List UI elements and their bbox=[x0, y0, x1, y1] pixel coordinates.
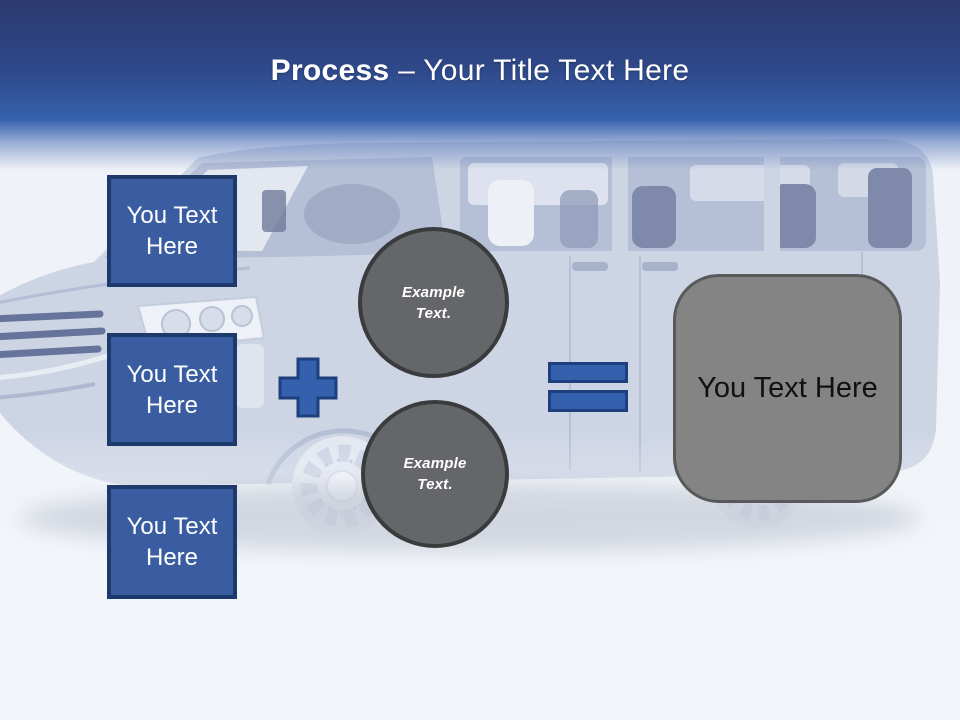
input-box-1[interactable]: You Text Here bbox=[107, 175, 237, 287]
title-rest: – Your Title Text Here bbox=[389, 54, 690, 87]
result-box-label: You Text Here bbox=[697, 372, 878, 404]
example-circle-1-label: Example Text. bbox=[401, 283, 466, 322]
input-box-3[interactable]: You Text Here bbox=[107, 485, 237, 599]
equals-bar-bottom bbox=[548, 390, 628, 412]
example-circle-2-label: Example Text. bbox=[403, 455, 467, 493]
equals-bar-top bbox=[548, 362, 628, 383]
example-circle-2[interactable]: Example Text. bbox=[361, 400, 509, 548]
input-box-1-label: You Text Here bbox=[126, 202, 218, 260]
input-box-3-label: You Text Here bbox=[126, 513, 218, 571]
input-box-2-label: You Text Here bbox=[126, 360, 218, 419]
title-emphasis: Process bbox=[270, 54, 390, 87]
slide-title: Process – Your Title Text Here bbox=[0, 54, 960, 88]
slide-header: Process – Your Title Text Here bbox=[0, 0, 960, 170]
equals-icon[interactable] bbox=[548, 362, 628, 412]
plus-icon[interactable] bbox=[278, 357, 338, 418]
input-box-2[interactable]: You Text Here bbox=[107, 333, 237, 446]
result-box[interactable]: You Text Here bbox=[673, 274, 902, 503]
example-circle-1[interactable]: Example Text. bbox=[358, 227, 509, 378]
